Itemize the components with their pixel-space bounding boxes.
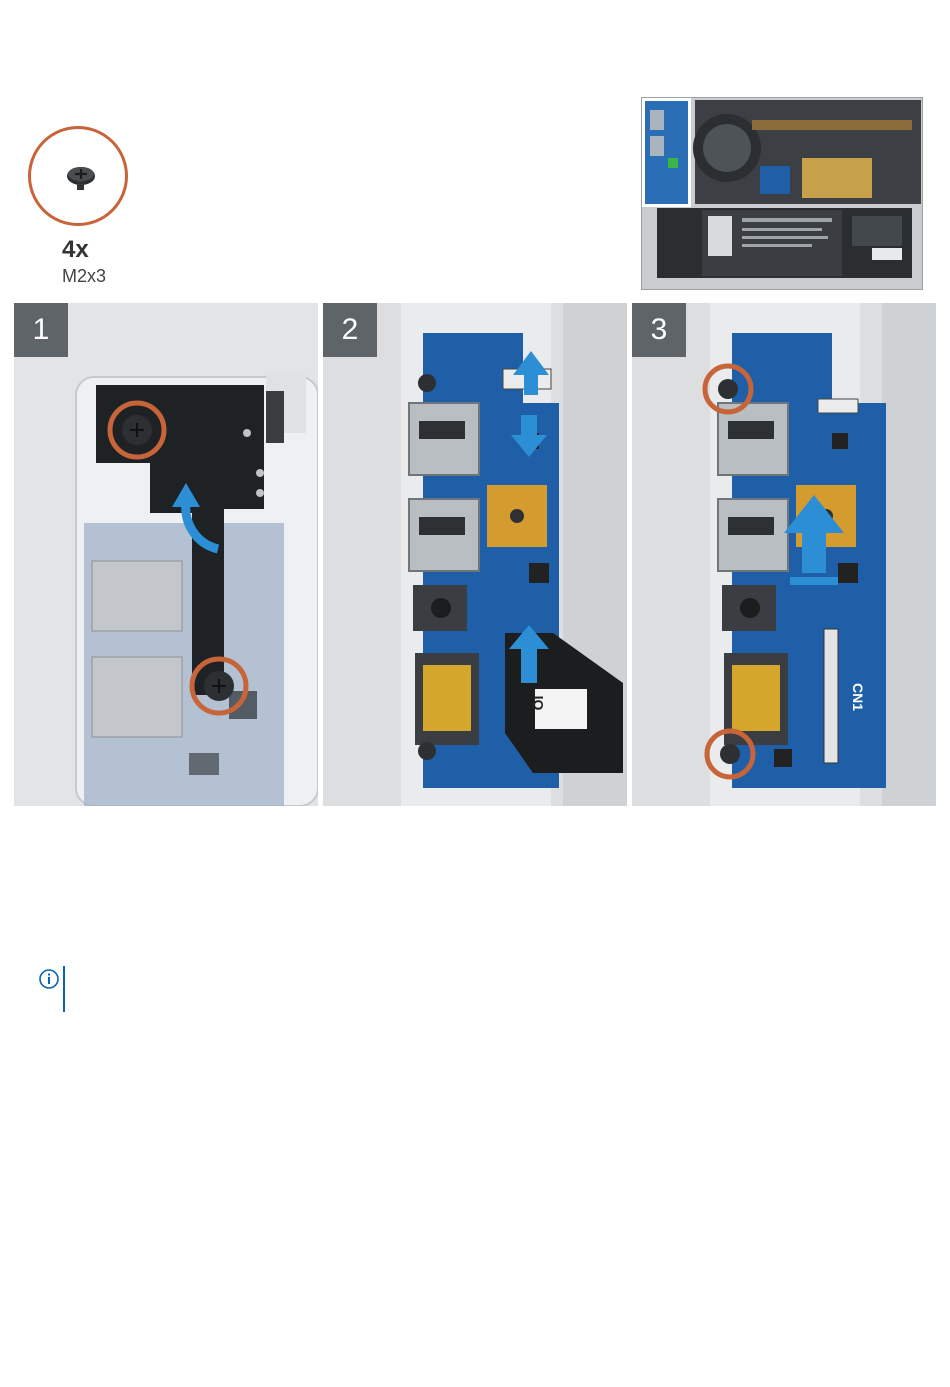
cable-label-io: IO bbox=[530, 696, 546, 711]
step-1-illustration bbox=[14, 303, 318, 806]
screw-size: M2x3 bbox=[62, 266, 106, 287]
screw-icon bbox=[31, 129, 125, 223]
step-1-panel: 1 bbox=[14, 303, 318, 806]
overview-image bbox=[641, 97, 923, 290]
connector-label-cn1: CN1 bbox=[850, 683, 866, 711]
step-2-number: 2 bbox=[323, 303, 377, 357]
screw-callout-circle bbox=[28, 126, 128, 226]
step-1-number: 1 bbox=[14, 303, 68, 357]
note-accent-bar bbox=[63, 966, 65, 1012]
step-3-illustration bbox=[632, 303, 936, 806]
step-2-illustration bbox=[323, 303, 627, 806]
step-2-panel: 2 IO bbox=[323, 303, 627, 806]
screw-count: 4x bbox=[62, 236, 89, 264]
info-icon bbox=[38, 968, 60, 990]
step-3-panel: 3 CN1 bbox=[632, 303, 936, 806]
step-3-number: 3 bbox=[632, 303, 686, 357]
